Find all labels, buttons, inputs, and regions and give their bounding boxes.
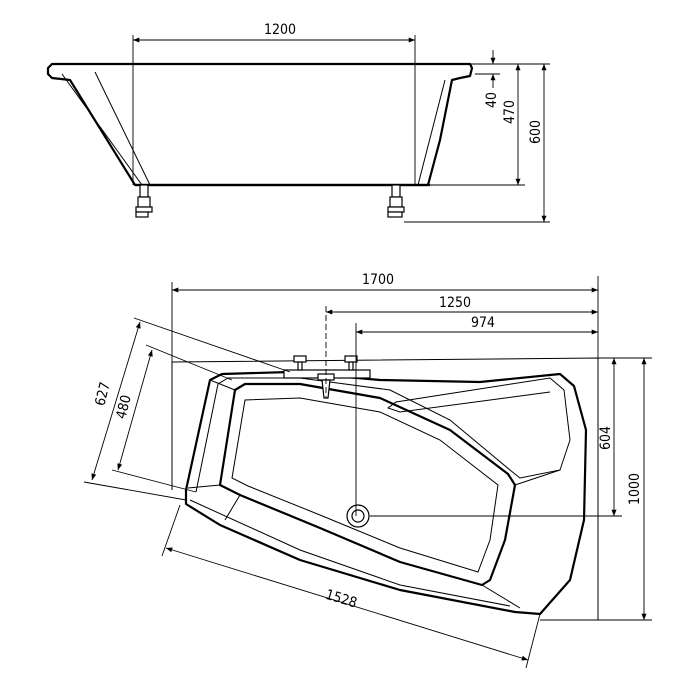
- side-view: 1200 40 470 600: [46, 22, 550, 223]
- top-view-rim-inner: [195, 377, 571, 493]
- side-view-inner-wall: [417, 79, 446, 186]
- drain: [346, 504, 370, 528]
- dim-974: 974: [471, 315, 495, 331]
- dim-627: 627: [92, 380, 113, 407]
- dim-480: 480: [113, 393, 134, 420]
- top-view-footprint: [171, 357, 599, 621]
- dim-600: 600: [528, 120, 544, 144]
- dim-470: 470: [502, 100, 518, 124]
- dim-40: 40: [484, 92, 500, 108]
- faucet: [283, 355, 371, 399]
- top-view-basin-inner: [231, 397, 499, 573]
- left-leg: [135, 184, 153, 218]
- top-view: 1700 1250 974 604 1000 627 480 1528: [83, 272, 652, 669]
- side-view-inner-wall: [94, 71, 151, 186]
- dim-1528: 1528: [324, 587, 359, 612]
- top-view-basin-outer: [218, 382, 517, 587]
- dim-1700: 1700: [362, 272, 394, 288]
- side-view-inner-wall: [61, 73, 143, 186]
- dim-1250: 1250: [439, 295, 471, 311]
- top-view-outer-contour: [184, 370, 588, 616]
- dim-1000: 1000: [627, 473, 643, 505]
- side-view-rim: [46, 62, 474, 187]
- right-leg: [387, 184, 405, 218]
- dim-1200: 1200: [264, 22, 296, 38]
- dim-604: 604: [598, 426, 614, 450]
